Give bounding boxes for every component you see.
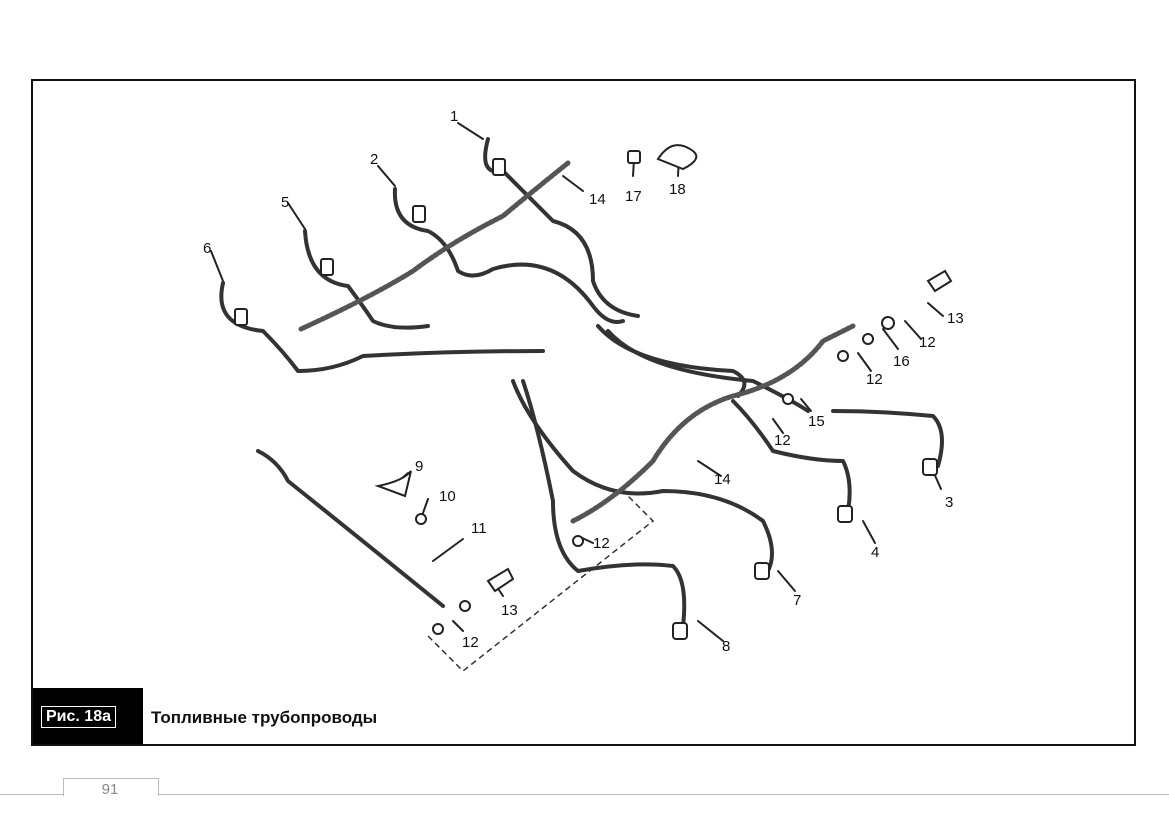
callout-11: 11 [471, 520, 487, 537]
callout-1: 1 [450, 108, 458, 125]
callout-3: 3 [945, 494, 953, 511]
callout-17: 17 [625, 188, 642, 205]
figure-label-box: Рис. 18а [33, 688, 143, 744]
callout-7: 7 [793, 592, 801, 609]
figure-label: Рис. 18а [41, 706, 116, 728]
callout-12c: 12 [774, 432, 791, 449]
callout-10: 10 [439, 488, 456, 505]
callout-16: 16 [893, 353, 910, 370]
callout-13a: 13 [947, 310, 964, 327]
callout-4: 4 [871, 544, 879, 561]
callout-18: 18 [669, 181, 686, 198]
callout-14b: 14 [714, 471, 731, 488]
callout-12a: 12 [919, 334, 936, 351]
fuel-lines-diagram: 1 2 3 4 5 6 7 8 9 10 11 12 12 12 12 12 1… [203, 108, 964, 673]
callout-8: 8 [722, 638, 730, 655]
callout-12b: 12 [866, 371, 883, 388]
callout-14a: 14 [589, 191, 606, 208]
callout-2: 2 [370, 151, 378, 168]
footer-rule [0, 794, 1169, 795]
page-number: 91 [101, 781, 119, 798]
callout-9: 9 [415, 458, 423, 475]
figure-title: Топливные трубопроводы [151, 708, 378, 727]
callout-6: 6 [203, 240, 211, 257]
callout-5: 5 [281, 194, 289, 211]
figure-frame: 1 2 3 4 5 6 7 8 9 10 11 12 12 12 12 12 1… [31, 79, 1136, 746]
page-number-tab [63, 778, 159, 796]
callout-15: 15 [808, 413, 825, 430]
callout-12e: 12 [462, 634, 479, 651]
callout-12d: 12 [593, 535, 610, 552]
callout-13b: 13 [501, 602, 518, 619]
